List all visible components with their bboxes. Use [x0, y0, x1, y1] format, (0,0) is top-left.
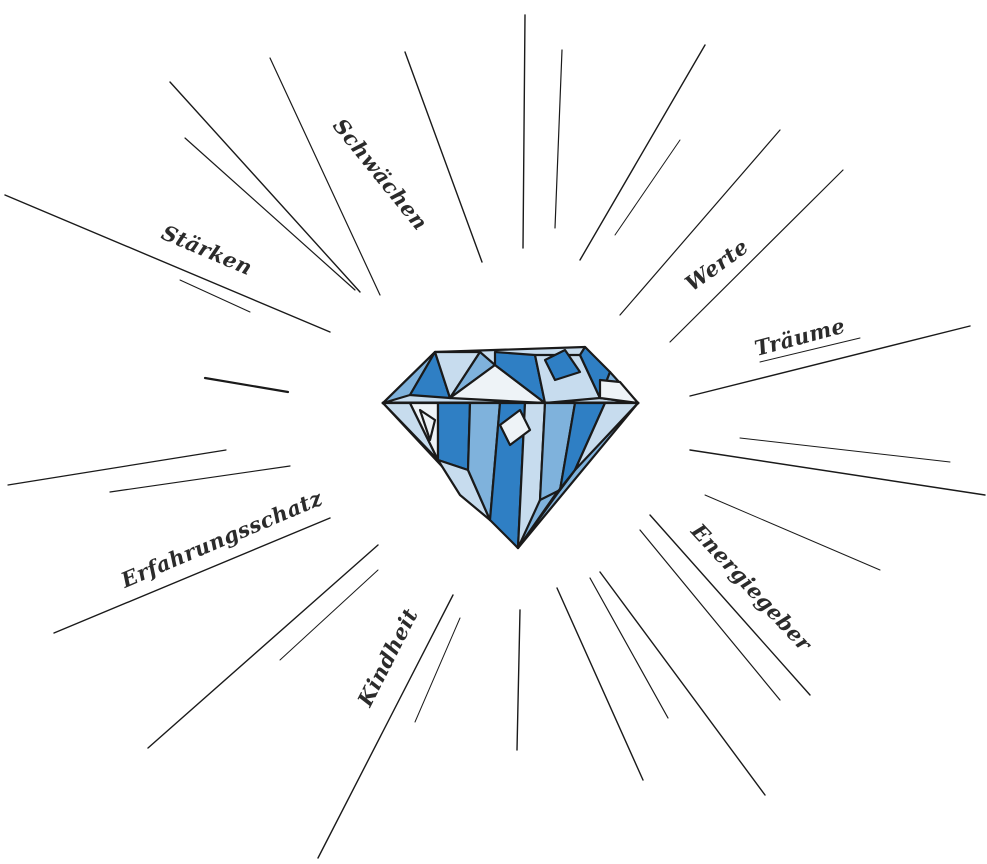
- ray: [110, 466, 290, 492]
- diamond-facet: [600, 380, 638, 403]
- ray: [148, 545, 378, 748]
- ray: [555, 50, 562, 228]
- label-kindheit: Kindheit: [352, 604, 423, 711]
- ray: [600, 572, 765, 795]
- ray: [5, 195, 330, 332]
- label-werte: Werte: [680, 234, 753, 296]
- ray: [690, 450, 985, 495]
- ray: [185, 138, 355, 290]
- ray: [517, 610, 520, 750]
- ray: [615, 140, 680, 235]
- diamond-facet: [438, 403, 470, 470]
- ray: [580, 45, 705, 260]
- label-staerken: Stärken: [158, 220, 256, 281]
- diamond-illustration: [383, 347, 638, 548]
- ray: [523, 15, 525, 248]
- ray: [170, 82, 360, 292]
- ray: [205, 378, 288, 392]
- ray: [180, 280, 250, 312]
- ray: [280, 570, 378, 660]
- label-traeume: Träume: [752, 313, 848, 361]
- label-energiegeber: Energiegeber: [686, 518, 818, 657]
- ray: [740, 438, 950, 462]
- ray: [557, 588, 643, 780]
- ray: [415, 618, 460, 722]
- ray: [270, 58, 380, 295]
- ray: [670, 170, 843, 342]
- label-erfahrungsschatz: Erfahrungsschatz: [116, 485, 326, 593]
- ray: [54, 518, 330, 633]
